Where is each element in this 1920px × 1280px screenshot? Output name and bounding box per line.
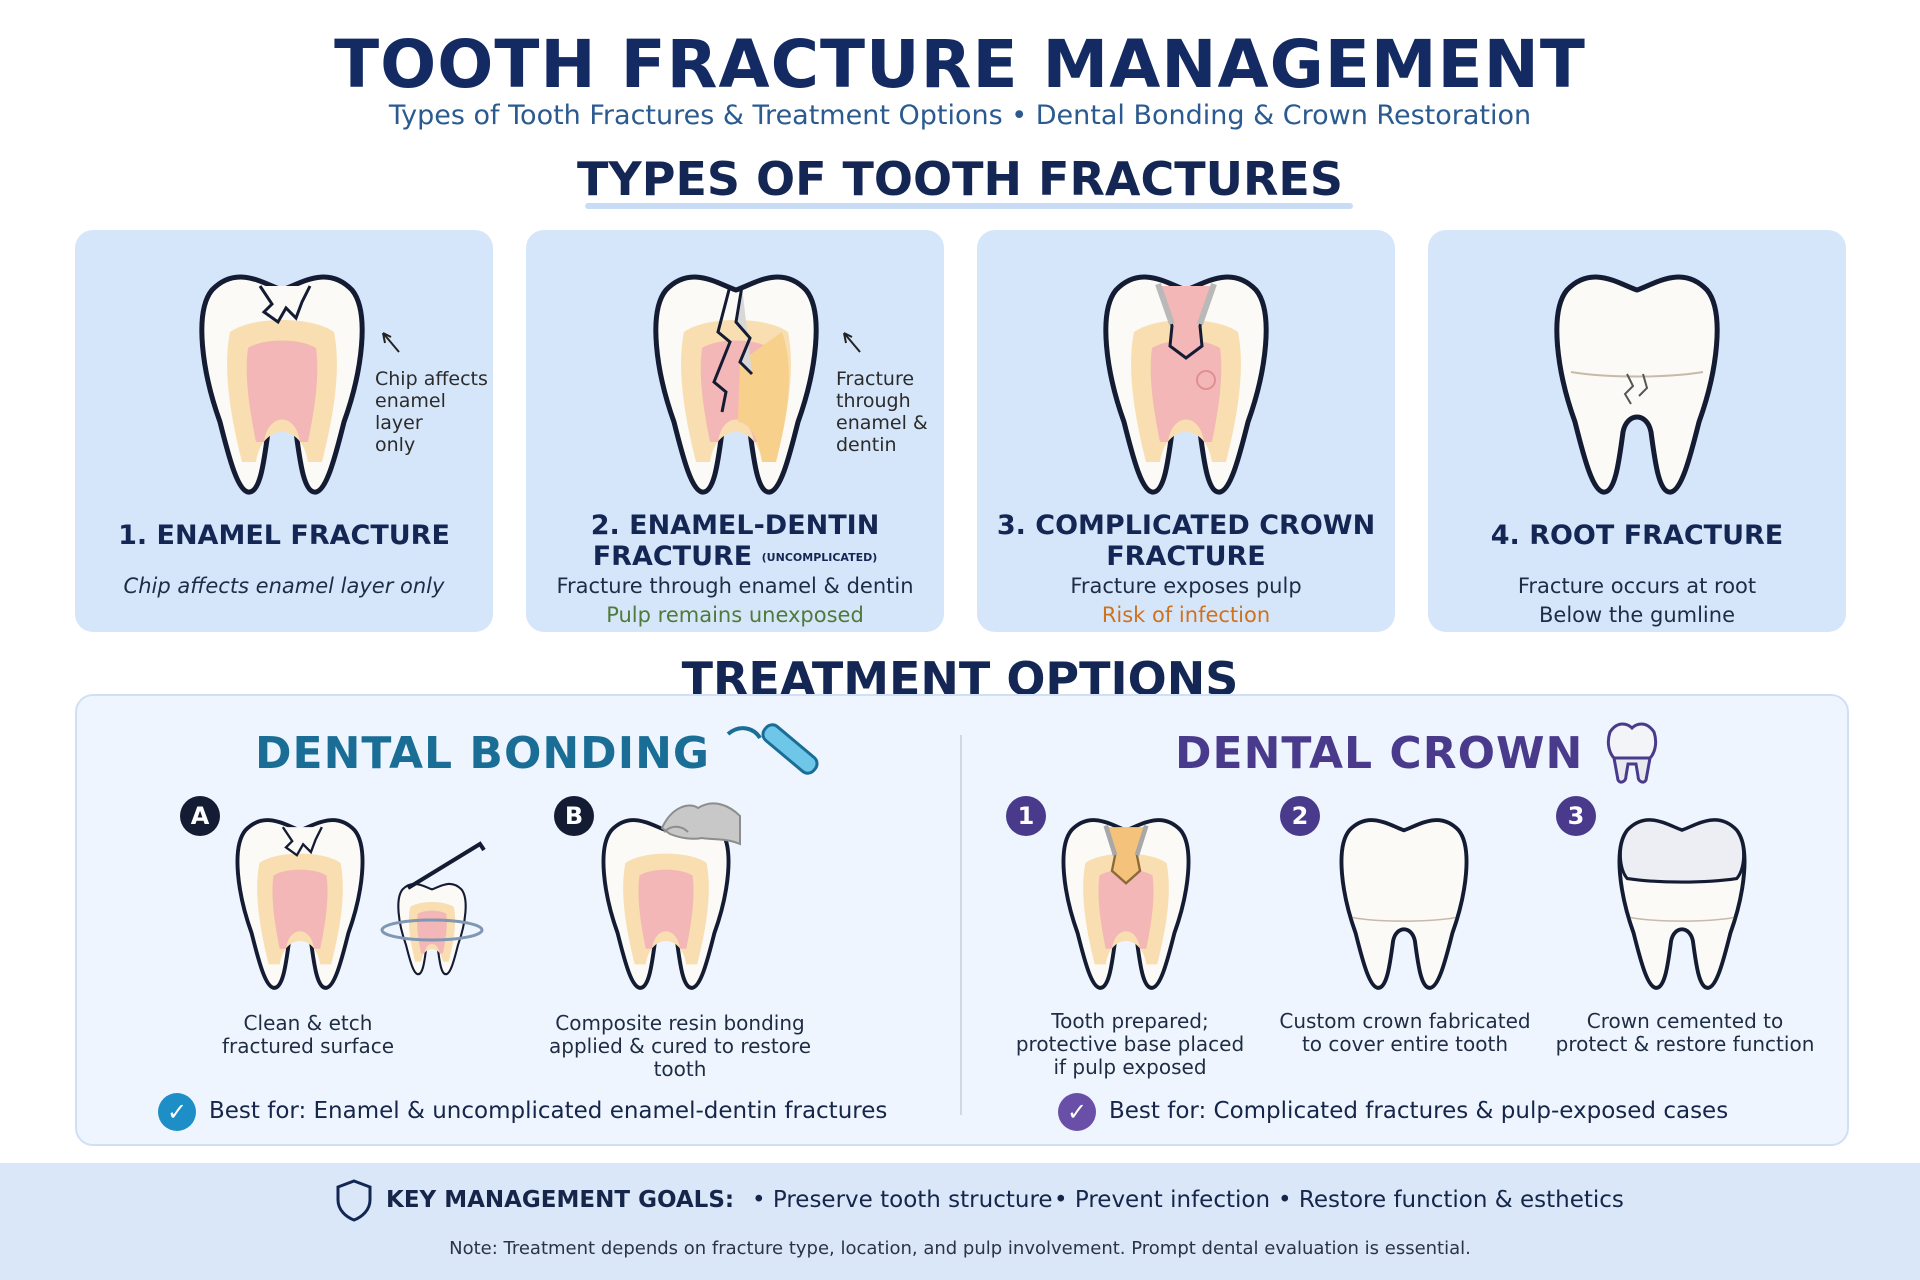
card-title: 2. ENAMEL-DENTIN FRACTURE (UNCOMPLICATED…	[590, 510, 880, 572]
crown-checkmark-icon: ✓	[1058, 1093, 1096, 1131]
bonding-best-for: Best for: Enamel & uncomplicated enamel-…	[209, 1098, 888, 1124]
footer-note: Note: Treatment depends on fracture type…	[449, 1238, 1471, 1259]
card-enamel-fracture: Chip affects enamel layer only 1. ENAMEL…	[75, 230, 493, 632]
card-desc: Fracture exposes pulp	[1070, 574, 1302, 598]
goal-prevent-infection: • Prevent infection	[1054, 1187, 1271, 1213]
crown-step-2-illustration	[1339, 818, 1469, 990]
crown-step-1-caption: Tooth prepared; protective base placed i…	[1015, 1009, 1245, 1079]
enamel-note: Chip affects enamel layer only	[375, 368, 488, 456]
key-goals-footer	[0, 1163, 1920, 1280]
crown-step-3-caption: Crown cemented to protect & restore func…	[1555, 1009, 1815, 1056]
enamel-dentin-note: Fracture through enamel & dentin	[836, 368, 928, 456]
root-fracture-tooth-illustration	[1428, 230, 1846, 632]
card-complicated-crown-fracture: 3. COMPLICATED CROWN FRACTURE Fracture e…	[977, 230, 1395, 632]
shield-icon	[336, 1179, 372, 1222]
types-title-underline	[585, 203, 1353, 209]
crown-tooth-icon	[1606, 722, 1658, 784]
card-desc: Fracture occurs at root	[1517, 574, 1757, 598]
bonding-step-b-illustration	[601, 802, 741, 990]
dental-tool-icon	[726, 723, 819, 775]
bonding-step-a-illustration	[235, 818, 486, 990]
enamel-dentin-tooth-illustration	[526, 230, 861, 632]
dental-crown-title: DENTAL CROWN	[1175, 728, 1584, 779]
uncomplicated-tag: (UNCOMPLICATED)	[761, 551, 878, 564]
bonding-step-b-badge: B	[554, 796, 594, 836]
crown-step-2-badge: 2	[1280, 796, 1320, 836]
card-enamel-dentin-fracture: Fracture through enamel & dentin 2. ENAM…	[526, 230, 944, 632]
goal-preserve-structure: • Preserve tooth structure	[752, 1187, 1053, 1213]
card-sub: Below the gumline	[1539, 603, 1735, 627]
complicated-crown-tooth-illustration	[977, 230, 1395, 632]
treatment-panel	[75, 694, 1849, 1146]
card-root-fracture: 4. ROOT FRACTURE Fracture occurs at root…	[1428, 230, 1846, 632]
crown-step-1-illustration	[1061, 818, 1191, 990]
crown-step-1-badge: 1	[1006, 796, 1046, 836]
card-title: 4. ROOT FRACTURE	[1490, 520, 1784, 551]
bonding-step-a-caption: Clean & etch fractured surface	[221, 1011, 395, 1058]
bonding-checkmark-icon: ✓	[158, 1093, 196, 1131]
card-sub: Pulp remains unexposed	[606, 603, 864, 627]
treatment-divider	[960, 735, 962, 1115]
bonding-step-a-badge: A	[180, 796, 220, 836]
crown-step-2-caption: Custom crown fabricated to cover entire …	[1279, 1009, 1531, 1056]
bonding-step-b-caption: Composite resin bonding applied & cured …	[549, 1011, 811, 1081]
key-goals-label: KEY MANAGEMENT GOALS:	[386, 1187, 735, 1213]
card-desc: Fracture through enamel & dentin	[556, 574, 914, 598]
dental-bonding-title: DENTAL BONDING	[255, 728, 711, 779]
goal-restore-function: • Restore function & esthetics	[1278, 1187, 1624, 1213]
page-subtitle: Types of Tooth Fractures & Treatment Opt…	[388, 100, 1532, 131]
card-title: 1. ENAMEL FRACTURE	[118, 520, 450, 551]
card-desc: Chip affects enamel layer only	[123, 574, 445, 598]
page-title: TOOTH FRACTURE MANAGEMENT	[334, 26, 1586, 103]
crown-step-3-illustration	[1617, 818, 1747, 990]
enamel-fracture-tooth-illustration	[75, 230, 400, 632]
card-title: 3. COMPLICATED CROWN FRACTURE	[996, 510, 1376, 572]
card-sub: Risk of infection	[1101, 603, 1271, 627]
crown-step-3-badge: 3	[1556, 796, 1596, 836]
crown-best-for: Best for: Complicated fractures & pulp-e…	[1109, 1098, 1729, 1124]
types-section-title: TYPES OF TOOTH FRACTURES	[577, 152, 1343, 206]
